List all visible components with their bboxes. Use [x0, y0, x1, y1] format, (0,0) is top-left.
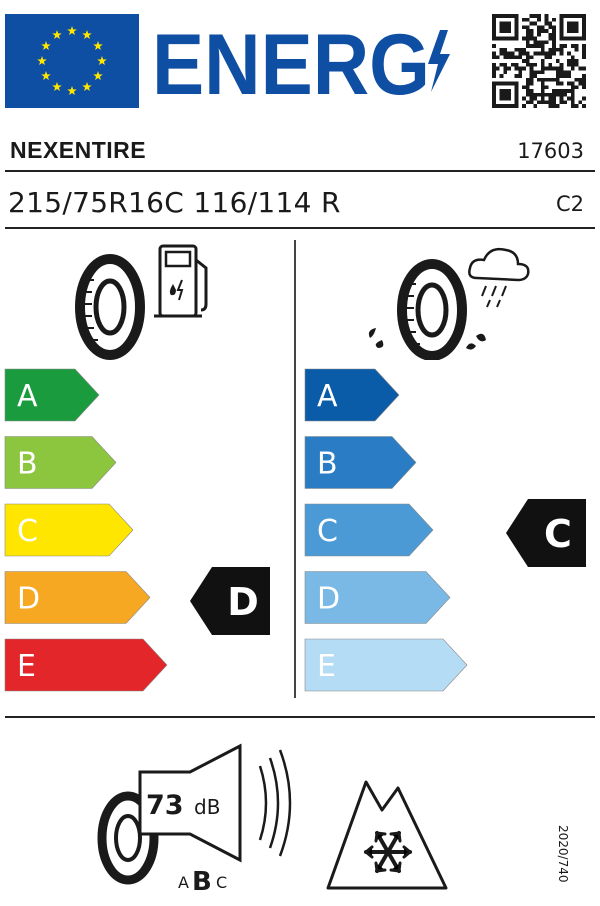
lightning-icon	[428, 30, 450, 92]
wet-class-label-c: C	[317, 514, 338, 549]
wet-class-label-a: A	[317, 379, 338, 414]
eu-star	[41, 71, 51, 81]
wet-rating: C	[544, 512, 572, 556]
eu-star	[52, 30, 62, 40]
column-divider	[294, 240, 296, 698]
speaker-tyre-icon: 73 dB A B C	[97, 743, 292, 897]
fuel-class-label-b: B	[17, 447, 38, 482]
fuel-class-bar-e	[4, 638, 168, 692]
fuel-pump-tyre-icon	[75, 244, 208, 360]
tyre-class: C2	[555, 192, 584, 216]
fuel-class-bar-b	[4, 436, 117, 489]
wet-class-bar-c	[304, 503, 434, 557]
eu-star	[93, 41, 103, 51]
divider	[5, 227, 595, 229]
divider	[5, 170, 595, 172]
eu-star	[41, 41, 51, 51]
eu-star	[37, 56, 47, 66]
noise-class-a: A	[178, 873, 189, 892]
eu-star	[82, 30, 92, 40]
qr-code-icon	[492, 14, 586, 108]
fuel-rating-indicator: D	[190, 567, 270, 635]
wet-class-bar-a	[304, 368, 400, 422]
fuel-class-label-a: A	[17, 379, 38, 414]
energy-title: ENERG	[152, 17, 430, 112]
noise-class-b: B	[192, 867, 212, 897]
noise-unit: dB	[194, 795, 220, 819]
regulation-number: 2020/740	[556, 825, 570, 883]
eu-flag	[5, 14, 139, 108]
fuel-class-label-d: D	[17, 582, 40, 617]
wet-class-label-d: D	[317, 582, 340, 617]
fuel-class-bar-a	[4, 368, 100, 422]
divider	[5, 716, 595, 718]
noise-class-c: C	[216, 873, 227, 892]
model-code: 17603	[517, 139, 584, 163]
eu-star	[67, 86, 77, 96]
eu-star	[93, 71, 103, 81]
wet-class-label-e: E	[317, 649, 336, 684]
wet-class-label-b: B	[317, 447, 338, 482]
supplier-brand: NEXENTIRE	[10, 137, 147, 163]
fuel-rating: D	[227, 580, 259, 624]
fuel-class-bar-c	[4, 503, 134, 557]
wet-rating-indicator: C	[506, 499, 586, 567]
eu-star	[97, 56, 107, 66]
fuel-class-bar-d	[4, 571, 151, 624]
wet-class-bar-b	[304, 436, 417, 489]
eu-star	[82, 81, 92, 92]
wet-class-bar-e	[304, 638, 468, 692]
rain-cloud-tyre-icon	[368, 247, 530, 360]
eu-star	[67, 26, 77, 36]
fuel-class-label-c: C	[17, 514, 38, 549]
noise-value: 73	[146, 790, 184, 821]
tyre-size: 215/75R16C 116/114 R	[8, 186, 341, 219]
three-peak-snowflake-icon	[326, 780, 448, 890]
fuel-class-label-e: E	[17, 649, 36, 684]
wet-class-bar-d	[304, 571, 451, 624]
energy-wordmark: ENERG	[152, 17, 450, 112]
eu-star	[52, 81, 62, 92]
